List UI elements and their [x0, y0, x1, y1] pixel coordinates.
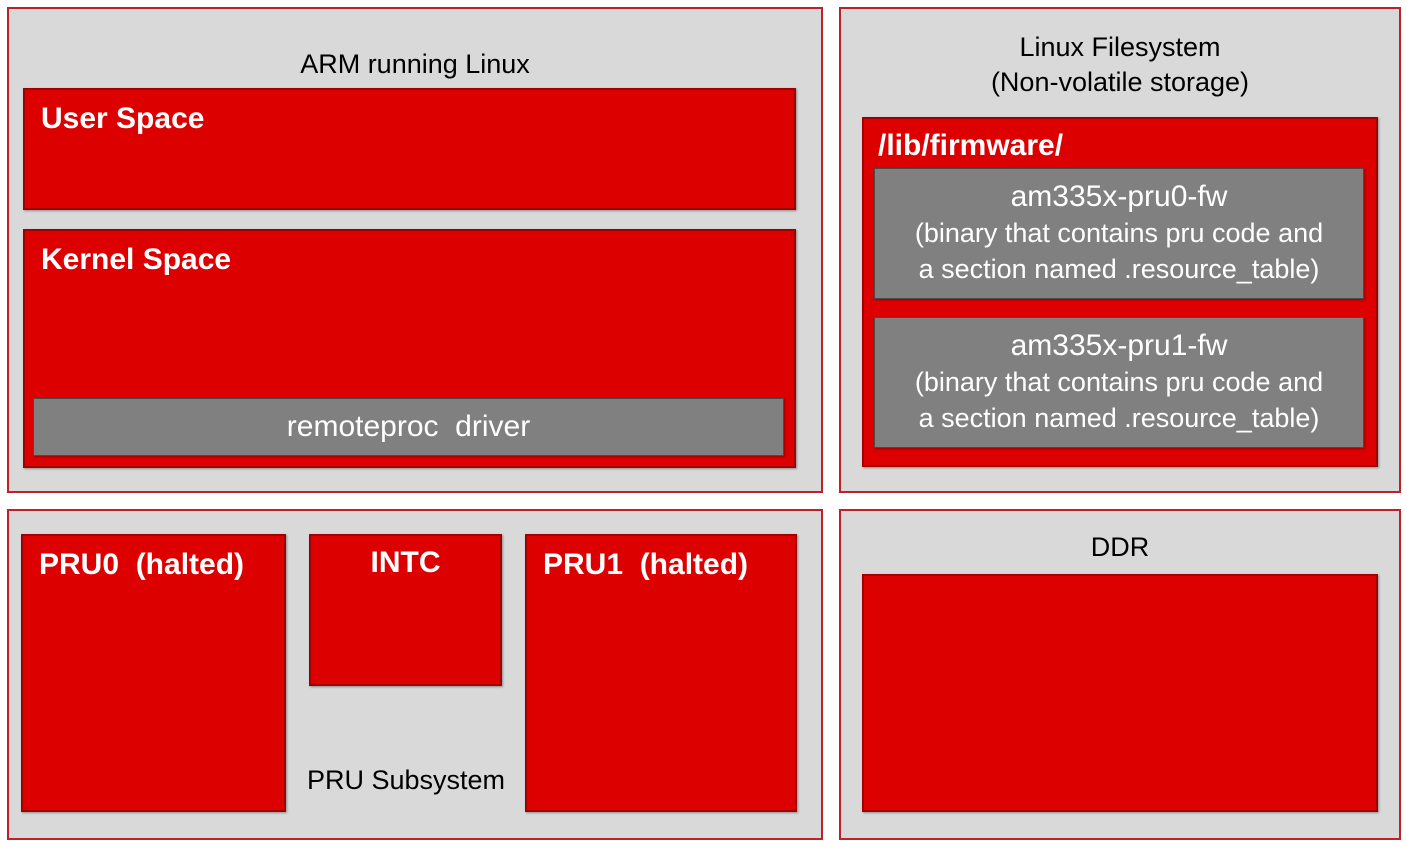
- pru0-firmware-name: am335x-pru0-fw: [1010, 180, 1228, 213]
- remoteproc-driver-block: remoteproc driver: [33, 398, 784, 456]
- pru0-label: PRU0 (halted): [39, 548, 245, 581]
- kernel-space-block: Kernel Space remoteproc driver: [23, 229, 796, 468]
- pru0-firmware-desc-line2: a section named .resource_table): [918, 254, 1320, 284]
- arm-linux-title: ARM running Linux: [300, 49, 530, 79]
- pru1-firmware-file: am335x-pru1-fw (binary that contains pru…: [874, 317, 1364, 448]
- pru-subsystem-title: PRU Subsystem: [306, 765, 506, 795]
- pru1-firmware-desc-line2: a section named .resource_table): [918, 403, 1320, 433]
- intc-block: INTC: [309, 534, 502, 686]
- pru-subsystem-panel: PRU0 (halted) INTC PRU1 (halted) PRU Sub…: [7, 509, 823, 840]
- linux-filesystem-panel: Linux Filesystem (Non-volatile storage) …: [839, 7, 1401, 493]
- filesystem-title-line1: Linux Filesystem: [1019, 32, 1221, 62]
- kernel-space-label: Kernel Space: [41, 243, 232, 276]
- arm-linux-panel: ARM running Linux User Space Kernel Spac…: [7, 7, 823, 493]
- lib-firmware-label: /lib/firmware/: [878, 129, 1064, 162]
- pru1-label: PRU1 (halted): [543, 548, 749, 581]
- ddr-block: [862, 574, 1378, 812]
- ddr-panel: DDR: [839, 509, 1401, 840]
- pru1-firmware-name: am335x-pru1-fw: [1010, 329, 1228, 362]
- user-space-block: User Space: [23, 88, 796, 210]
- pru0-block: PRU0 (halted): [21, 534, 286, 812]
- ddr-title: DDR: [1090, 532, 1150, 562]
- pru1-block: PRU1 (halted): [525, 534, 797, 812]
- pru0-firmware-desc-line1: (binary that contains pru code and: [914, 218, 1324, 248]
- lib-firmware-block: /lib/firmware/ am335x-pru0-fw (binary th…: [862, 117, 1378, 467]
- pru0-firmware-file: am335x-pru0-fw (binary that contains pru…: [874, 168, 1364, 299]
- intc-label: INTC: [370, 546, 441, 579]
- filesystem-title-line2: (Non-volatile storage): [990, 67, 1250, 97]
- user-space-label: User Space: [41, 102, 205, 135]
- pru1-firmware-desc-line1: (binary that contains pru code and: [914, 367, 1324, 397]
